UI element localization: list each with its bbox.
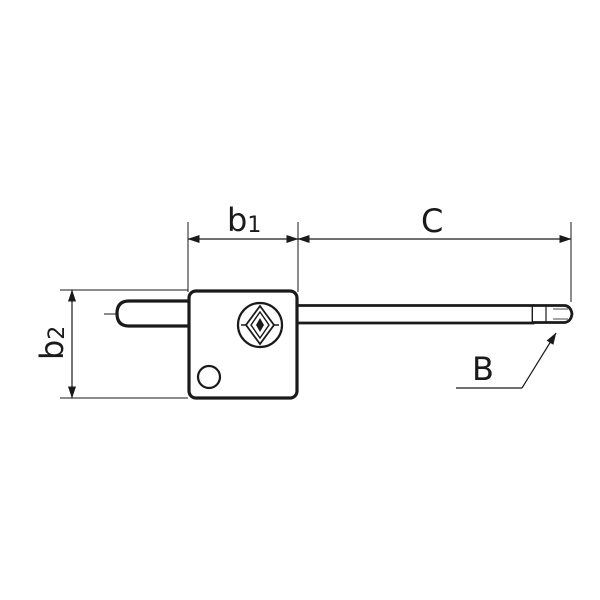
shaft-back-end bbox=[115, 299, 190, 328]
label-b2: b2 bbox=[33, 326, 71, 360]
handle-hole bbox=[196, 364, 222, 390]
dimension-lines bbox=[68, 235, 572, 399]
leader-line-b-diagonal bbox=[521, 332, 557, 389]
shaft-body bbox=[296, 304, 535, 325]
torx-tip bbox=[533, 304, 574, 324]
label-c: C bbox=[421, 202, 443, 240]
label-b1: b1 bbox=[227, 201, 261, 239]
brand-logo bbox=[236, 301, 284, 349]
key-shaft bbox=[115, 299, 574, 328]
label-b: B bbox=[472, 350, 494, 388]
